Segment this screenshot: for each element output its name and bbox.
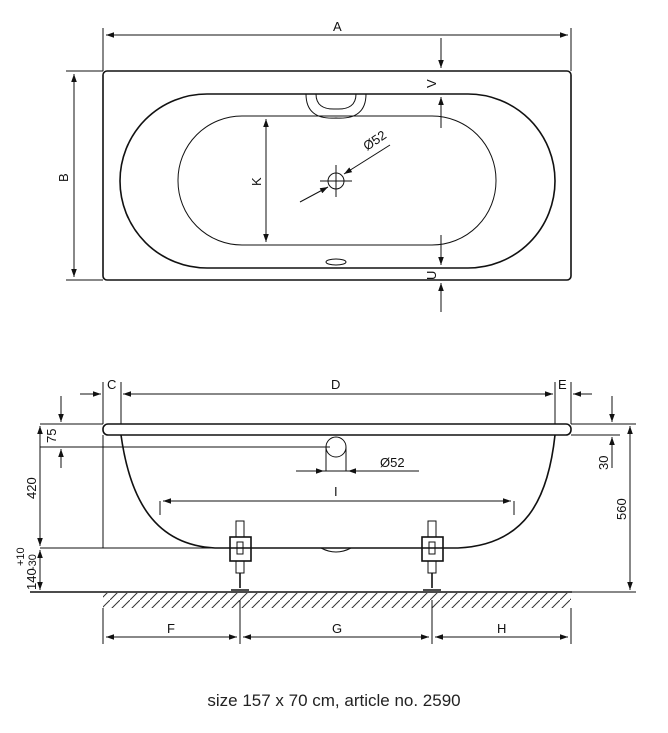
dim-label-leg-base: 140 (24, 568, 39, 590)
overflow-outlet (305, 93, 367, 119)
top-view: Ø52 A B K V U (56, 19, 572, 312)
bottom-drain-marker (325, 258, 347, 266)
dim-label-leg-plus: +10 (15, 547, 27, 566)
tub-rim-side (102, 423, 572, 436)
dim-label-e: E (558, 377, 567, 392)
dim-label-560: 560 (614, 498, 629, 520)
tub-bottom (177, 115, 497, 246)
caption: size 157 x 70 cm, article no. 2590 (207, 691, 460, 710)
dim-label-d: D (331, 377, 340, 392)
leg-left (229, 520, 252, 591)
dim-label-h: H (497, 621, 506, 636)
floor-hatch (103, 593, 571, 608)
side-view: Ø52 I (15, 377, 636, 644)
dim-label-420: 420 (24, 477, 39, 499)
drain-diameter-label-side: Ø52 (380, 455, 405, 470)
dim-label-k: K (249, 177, 264, 186)
dim-label-c: C (107, 377, 116, 392)
tub-inner-basin (119, 93, 556, 269)
dim-label-g: G (332, 621, 342, 636)
drain-diameter-label-top: Ø52 (360, 127, 389, 153)
tub-outer-rim (102, 70, 572, 281)
dim-label-30: 30 (596, 456, 611, 470)
dim-label-75: 75 (44, 429, 59, 443)
dim-label-a: A (333, 19, 342, 34)
dim-label-v: V (424, 79, 439, 88)
dim-label-u: U (424, 271, 439, 280)
dim-label-i: I (334, 484, 338, 499)
dim-label-f: F (167, 621, 175, 636)
leg-right (421, 520, 444, 591)
tub-body-side (120, 434, 556, 549)
dim-label-b: B (56, 173, 71, 182)
dim-label-leg-minus: -30 (27, 554, 39, 570)
